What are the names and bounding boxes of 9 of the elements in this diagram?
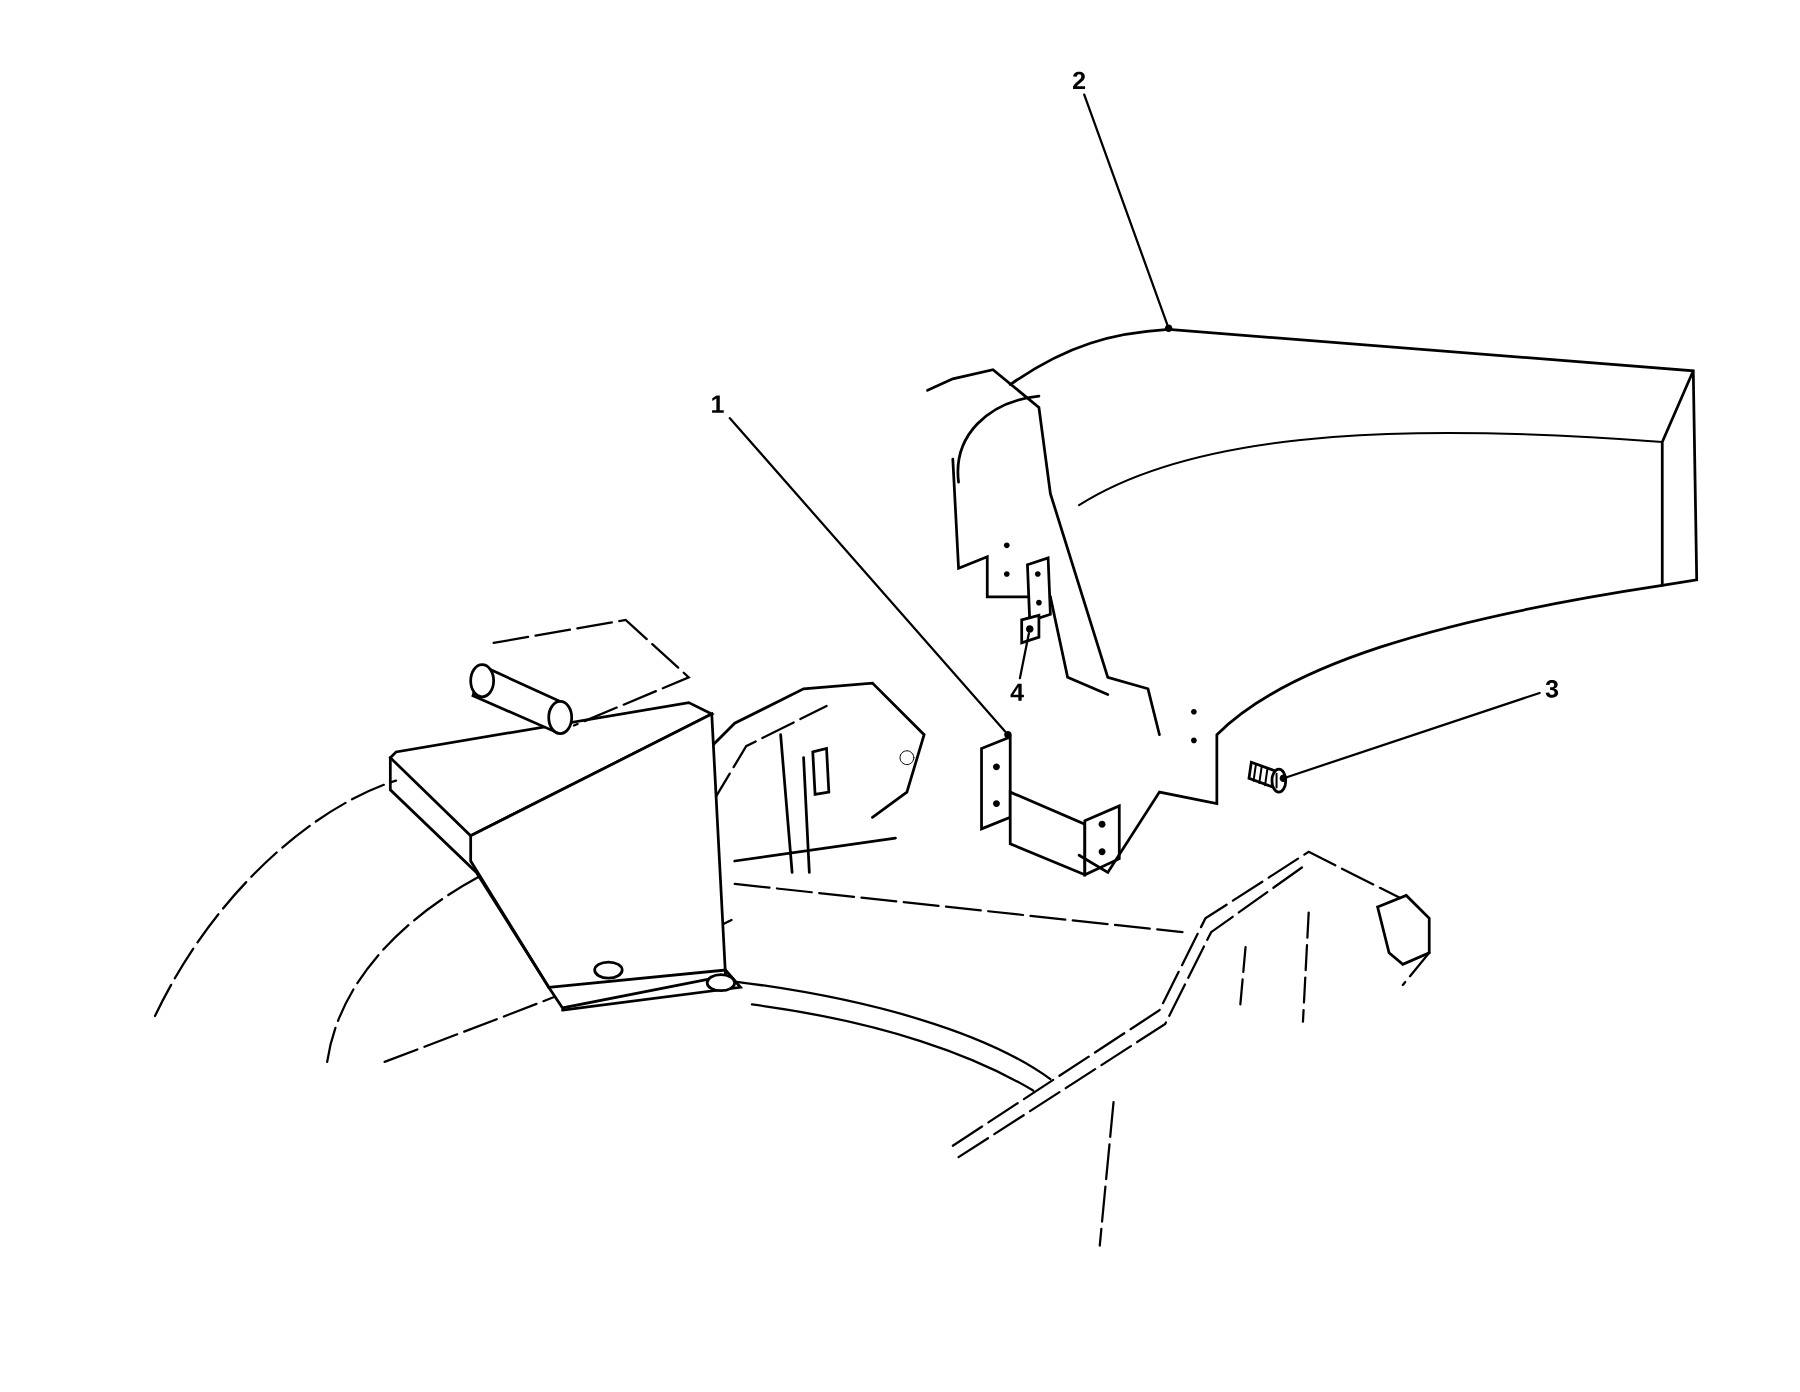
callout-number: 2 — [1073, 71, 1086, 89]
leader-line — [1018, 631, 1031, 680]
leader-line — [1286, 691, 1541, 778]
part-drawing — [1020, 555, 1052, 645]
leader-line — [1083, 93, 1169, 326]
part-drawing — [926, 324, 1699, 874]
leader-line — [728, 416, 1007, 733]
part-drawing — [1247, 760, 1288, 794]
callout-number: 1 — [712, 395, 724, 413]
